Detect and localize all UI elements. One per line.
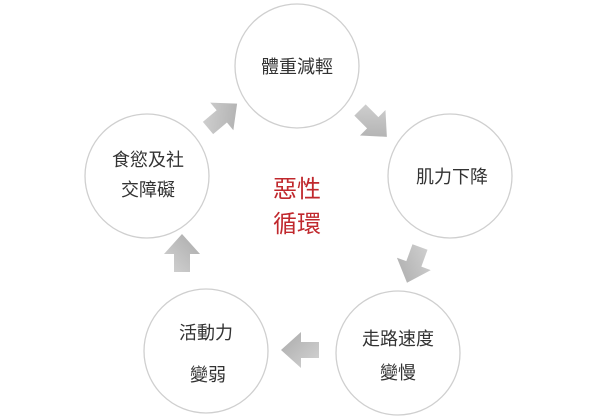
center-title-line2: 循環 — [273, 210, 321, 238]
arrow-appetite-to-weight — [202, 102, 238, 135]
node-label: 活動力 — [179, 323, 233, 344]
node-appetite-social: 食慾及社 交障礙 — [84, 113, 210, 239]
arrow-weight-to-muscle — [354, 104, 387, 137]
arrow-walking-to-activity — [281, 332, 319, 368]
node-label: 變慢 — [380, 363, 416, 384]
node-label: 走路速度 — [362, 329, 434, 350]
node-muscle-decline: 肌力下降 — [387, 113, 513, 239]
node-label: 交障礙 — [121, 180, 175, 201]
node-label: 體重減輕 — [261, 57, 333, 78]
node-label: 變弱 — [190, 365, 226, 386]
arrow-activity-to-appetite — [164, 234, 200, 272]
node-circle — [335, 290, 461, 416]
arrow-muscle-to-walking — [396, 244, 431, 283]
node-circle — [84, 113, 210, 239]
node-label: 肌力下降 — [416, 167, 488, 188]
center-title: 惡性 循環 — [273, 175, 321, 238]
node-circle — [234, 3, 360, 129]
node-weight-loss: 體重減輕 — [234, 3, 360, 129]
cycle-arrows — [164, 102, 431, 368]
node-walking-speed: 走路速度 變慢 — [335, 290, 461, 416]
center-title-line1: 惡性 — [273, 175, 321, 203]
node-label: 食慾及社 — [112, 150, 184, 171]
node-circle — [143, 288, 269, 414]
node-activity: 活動力 變弱 — [143, 288, 269, 414]
node-circle — [387, 113, 513, 239]
